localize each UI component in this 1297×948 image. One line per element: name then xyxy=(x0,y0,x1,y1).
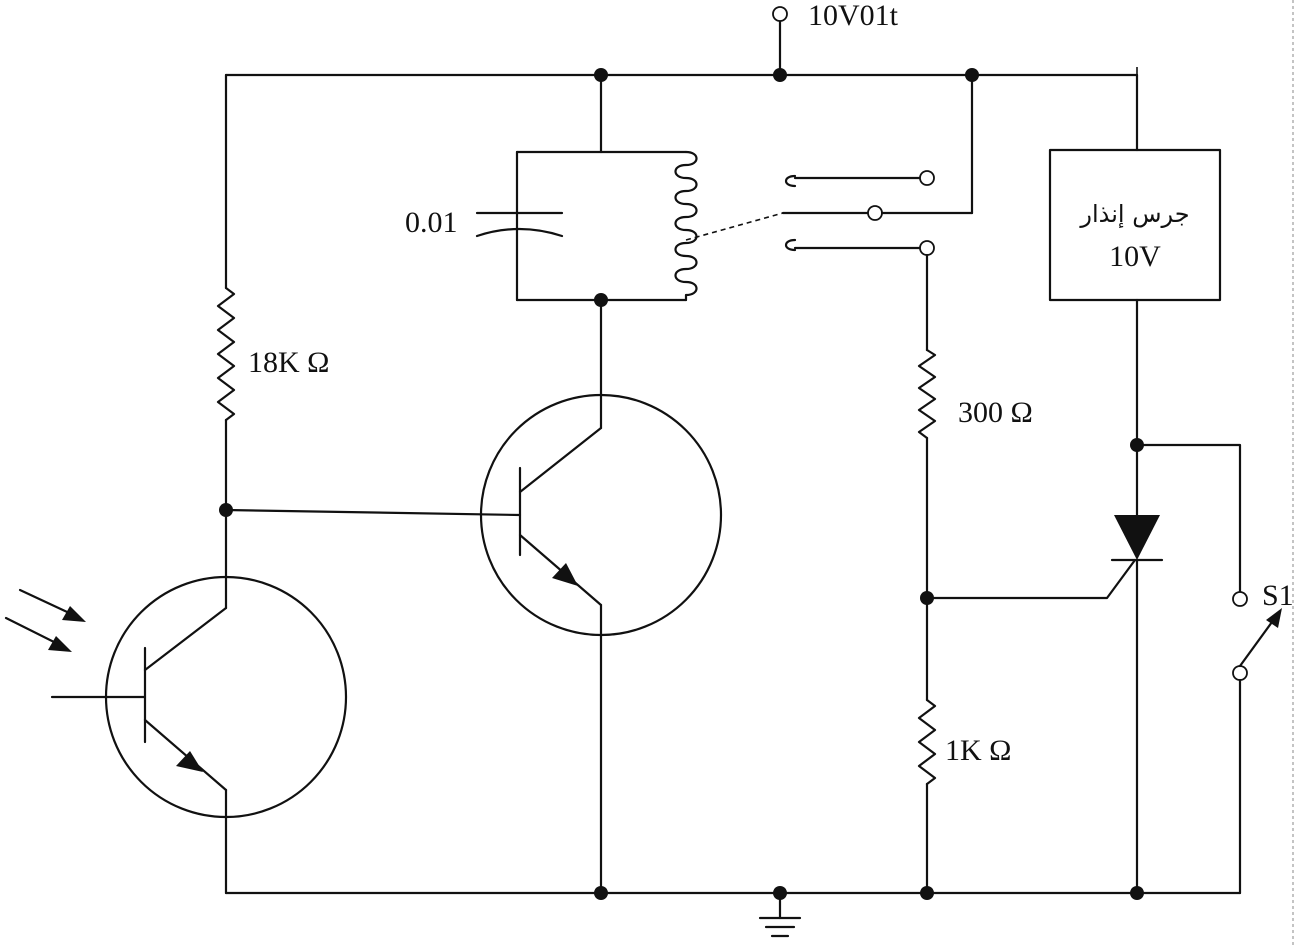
switch-s1: S1 xyxy=(1135,443,1294,895)
light-arrows-icon xyxy=(4,588,86,652)
resistor-300-label: 300 Ω xyxy=(958,396,1033,429)
relay-linkage-dashed xyxy=(685,212,784,241)
resistor-1k-label: 1K Ω xyxy=(945,734,1011,767)
resistor-1k: 1K Ω xyxy=(917,596,1011,895)
resistor-18k-label: 18K Ω xyxy=(248,346,329,379)
gate-wire xyxy=(925,558,1137,600)
supply-label: 10V01t xyxy=(808,0,899,32)
thyristor-scr xyxy=(1110,443,1164,895)
alarm-bell: جرس إنذار 10V xyxy=(1048,73,1222,447)
phototransistor xyxy=(4,508,348,895)
alarm-label-ar: جرس إنذار xyxy=(1079,200,1189,229)
junction-dots xyxy=(219,68,1144,900)
base-wire xyxy=(224,508,522,517)
switching-transistor xyxy=(479,298,723,895)
capacitor-label: 0.01 xyxy=(405,206,458,239)
capacitor-icon xyxy=(475,211,564,238)
supply-terminal: 10V01t xyxy=(772,0,899,77)
resistor-18k: 18K Ω xyxy=(216,73,329,512)
resistor-300: 300 Ω xyxy=(917,253,1033,600)
relay-contacts xyxy=(781,73,974,256)
alarm-label-voltage: 10V xyxy=(1109,240,1161,273)
relay-coil-icon xyxy=(674,150,698,302)
relay-coil-block: 0.01 xyxy=(405,73,784,302)
switch-s1-label: S1 xyxy=(1262,579,1294,612)
